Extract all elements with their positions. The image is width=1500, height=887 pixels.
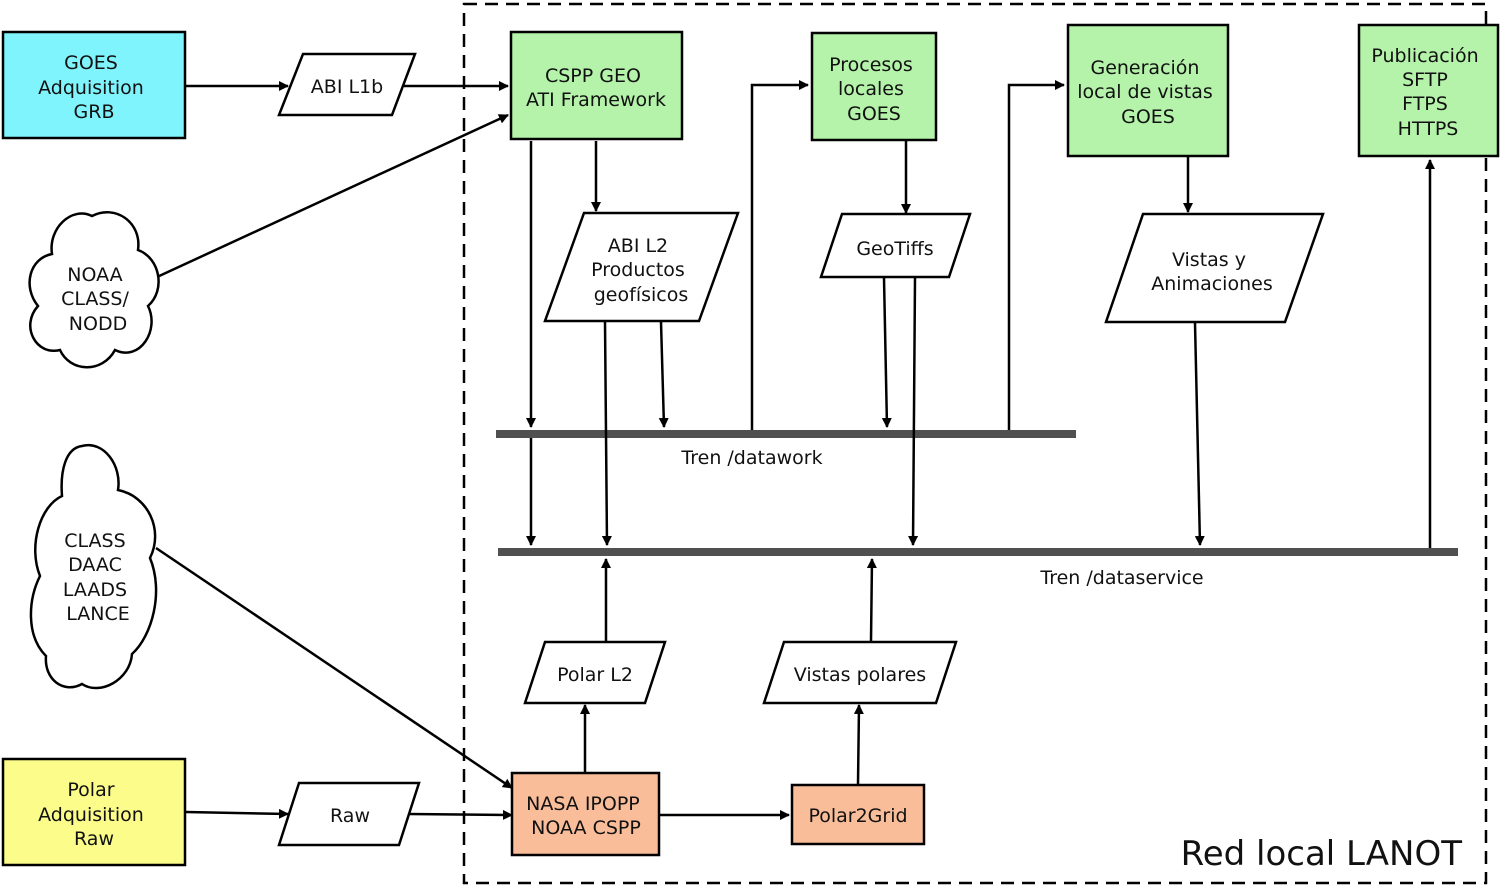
node-vistas-animaciones-shape xyxy=(1104,212,1325,324)
node-noaa-class-nodd-label: NOAA CLASS/ NODD xyxy=(61,264,135,335)
bus-datawork xyxy=(496,430,1076,438)
edge-polar2grid-to-vistas-polares xyxy=(853,704,864,785)
node-polar-acquisition: Polar Adquisition Raw xyxy=(1,757,187,867)
node-cspp-geo-shape xyxy=(509,30,684,141)
node-goes-acquisition-label: GOES Adquisition GRB xyxy=(38,52,150,123)
node-polar-l2-label: Polar L2 xyxy=(557,664,633,686)
node-vistas-animaciones: Vistas y Animaciones xyxy=(1104,212,1325,324)
node-procesos-locales: Procesos locales GOES xyxy=(810,31,938,142)
node-abi-l1b-label: ABI L1b xyxy=(311,76,383,98)
node-vistas-polares: Vistas polares xyxy=(762,640,958,705)
lanot-boundary xyxy=(462,2,1488,885)
edge-vistas-anim-to-dataservice xyxy=(1193,322,1205,546)
node-geotiffs-label: GeoTiffs xyxy=(856,238,933,260)
node-polar2grid-label: Polar2Grid xyxy=(808,805,907,827)
bus-dataservice xyxy=(498,548,1458,556)
node-generacion-vistas-label: Generación local de vistas GOES xyxy=(1077,57,1219,128)
edge-vistas-polares-to-dataservice xyxy=(866,558,877,642)
node-publicacion-shape xyxy=(1357,23,1500,158)
node-class-daac-laads-lance-label: CLASS DAAC LAADS LANCE xyxy=(63,530,133,625)
edge-class-daac-to-nasa-ipopp xyxy=(155,546,513,790)
node-raw: Raw xyxy=(277,781,421,847)
node-publicacion-label: Publicación SFTP FTPS HTTPS xyxy=(1371,45,1484,140)
edge-datawork-to-procesos xyxy=(750,80,809,430)
node-noaa-class-nodd-shape xyxy=(28,210,160,369)
node-geotiffs-shape xyxy=(819,212,972,279)
node-abi-l1b-shape xyxy=(277,52,417,117)
bus-dataservice-label: Tren /dataservice xyxy=(1039,567,1203,589)
node-vistas-polares-shape xyxy=(762,640,958,705)
node-geotiffs: GeoTiffs xyxy=(819,212,972,279)
node-cspp-geo: CSPP GEO ATI Framework xyxy=(509,30,684,141)
edge-geotiffs-to-datawork xyxy=(881,277,892,428)
node-polar-l2-shape xyxy=(523,640,667,705)
node-generacion-vistas-shape xyxy=(1066,23,1230,158)
node-publicacion: Publicación SFTP FTPS HTTPS xyxy=(1357,23,1500,158)
node-vistas-polares-label: Vistas polares xyxy=(794,664,926,686)
node-polar-acquisition-label: Polar Adquisition Raw xyxy=(38,779,150,850)
node-abi-l2-shape xyxy=(543,211,740,323)
node-polar-acquisition-shape xyxy=(1,757,187,867)
node-abi-l1b: ABI L1b xyxy=(277,52,417,117)
node-abi-l2-label: ABI L2 Productos geofísicos xyxy=(591,235,691,306)
node-procesos-locales-label: Procesos locales GOES xyxy=(829,54,919,125)
boundary-label: Red local LANOT xyxy=(1181,834,1463,874)
node-noaa-class-nodd: NOAA CLASS/ NODD xyxy=(28,210,160,369)
node-nasa-ipopp-shape xyxy=(510,771,661,857)
node-abi-l2: ABI L2 Productos geofísicos xyxy=(543,211,740,323)
node-polar-l2: Polar L2 xyxy=(523,640,667,705)
edges xyxy=(155,80,1435,820)
edge-noaa-class-to-cspp-geo xyxy=(156,113,509,279)
edge-geotiffs-to-dataservice xyxy=(908,277,919,546)
node-class-daac-laads-lance-shape xyxy=(29,443,158,690)
edge-raw-to-nasa-ipopp xyxy=(408,809,513,820)
node-cspp-geo-label: CSPP GEO ATI Framework xyxy=(526,65,666,111)
node-procesos-locales-shape xyxy=(810,31,938,142)
edge-polar-acq-to-raw xyxy=(185,808,289,819)
node-polar2grid-shape xyxy=(790,783,926,846)
node-generacion-vistas: Generación local de vistas GOES xyxy=(1066,23,1230,158)
node-raw-label: Raw xyxy=(330,805,370,827)
node-polar2grid: Polar2Grid xyxy=(790,783,926,846)
node-goes-acquisition: GOES Adquisition GRB xyxy=(1,30,187,140)
edge-datawork-to-generacion xyxy=(1007,80,1065,430)
node-goes-acquisition-shape xyxy=(1,30,187,140)
edge-abi-l2-to-dataservice xyxy=(601,321,612,546)
node-nasa-ipopp: NASA IPOPP NOAA CSPP xyxy=(510,771,661,857)
node-raw-shape xyxy=(277,781,421,847)
node-nasa-ipopp-label: NASA IPOPP NOAA CSPP xyxy=(526,793,646,839)
node-class-daac-laads-lance: CLASS DAAC LAADS LANCE xyxy=(29,443,158,690)
edge-abi-l2-to-datawork xyxy=(658,321,669,428)
bus-datawork-label: Tren /datawork xyxy=(680,447,822,469)
node-vistas-animaciones-label: Vistas y Animaciones xyxy=(1151,249,1272,295)
